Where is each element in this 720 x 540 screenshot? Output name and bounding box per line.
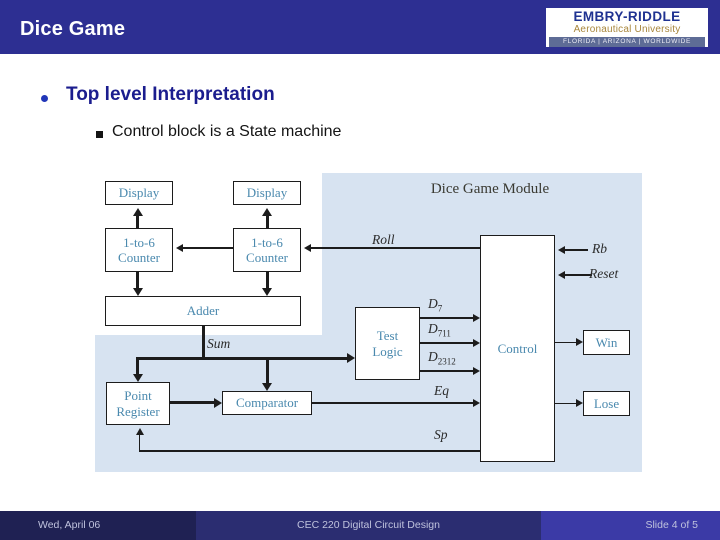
bullet-level1: Top level Interpretation (66, 84, 275, 105)
footer-slide-number: Slide 4 of 5 (541, 511, 720, 540)
line-eq (312, 402, 473, 404)
line-counterR-adder (265, 272, 269, 289)
line-win (555, 341, 577, 344)
arrowhead-left (555, 245, 565, 254)
module-title: Dice Game Module (430, 181, 550, 197)
logo-wordmark: EMBRY-RIDDLE (573, 9, 681, 24)
arrowhead-up (135, 425, 144, 435)
line-counterL-adder (136, 272, 139, 289)
block-label: Display (246, 185, 288, 201)
block-lose: Lose (583, 391, 630, 416)
arrowhead-down (262, 383, 272, 394)
arrowhead-down (132, 374, 143, 385)
signal-reset: Reset (589, 266, 619, 281)
line-sum-to-pointreg (136, 356, 139, 375)
block-label: Display (118, 185, 160, 201)
arrowhead-up (132, 205, 143, 216)
signal-d2312: D2312 (428, 349, 456, 367)
footer-course: CEC 220 Digital Circuit Design (196, 511, 541, 540)
line-sum-vertical (201, 326, 205, 358)
line-reset (561, 274, 592, 276)
header-bar: Dice Game EMBRY-RIDDLE Aeronautical Univ… (0, 0, 720, 54)
block-label: Comparator (235, 395, 299, 411)
block-display-right: Display (233, 181, 301, 205)
logo-campuses: FLORIDA | ARIZONA | WORLDWIDE (549, 36, 705, 47)
signal-d711: D711 (428, 321, 451, 339)
block-label: Logic (372, 343, 403, 359)
line-pointreg-comparator (170, 401, 215, 404)
bullet-icon (41, 95, 48, 102)
arrowhead-up (262, 205, 272, 216)
arrowhead-right (576, 338, 586, 347)
block-win: Win (583, 330, 630, 355)
arrowhead-left (555, 270, 565, 279)
logo-subtitle: Aeronautical University (573, 24, 681, 36)
signal-eq: Eq (434, 383, 449, 398)
signal-roll: Roll (372, 232, 395, 247)
block-label: Counter (246, 250, 288, 265)
arrowhead-down (132, 288, 143, 299)
block-control: Control (480, 235, 555, 462)
line-rb (561, 249, 588, 251)
signal-d7: D7 (428, 296, 443, 314)
sub-bullet-icon (96, 131, 103, 138)
block-counter-left: 1-to-6 Counter (105, 228, 173, 272)
block-label: Point (124, 388, 152, 404)
block-label: Register (116, 403, 160, 419)
block-label: Control (497, 340, 538, 356)
line-lose (555, 402, 577, 405)
line-sp-vertical (139, 432, 141, 451)
block-label: 1-to-6 (123, 234, 155, 250)
arrowhead-left (173, 243, 183, 252)
footer-date: Wed, April 06 (0, 511, 196, 540)
line-d2312 (420, 370, 474, 372)
signal-sum: Sum (207, 336, 231, 351)
block-counter-right: 1-to-6 Counter (233, 228, 301, 272)
block-point-register: Point Register (106, 382, 170, 425)
block-adder: Adder (105, 296, 301, 326)
slide-title: Dice Game (20, 18, 126, 40)
arrowhead-right (473, 398, 483, 407)
block-comparator: Comparator (222, 391, 312, 415)
line-roll-between-counters (181, 247, 233, 249)
block-label: Win (595, 334, 618, 350)
block-label: Lose (593, 395, 620, 411)
arrowhead-right (214, 397, 225, 408)
arrowhead-right (473, 313, 483, 322)
line-sum-bus (137, 356, 348, 360)
arrowhead-right (473, 366, 483, 375)
block-label: Adder (186, 303, 220, 319)
arrowhead-left (301, 243, 311, 252)
arrowhead-right (473, 338, 483, 347)
block-label: Counter (118, 250, 160, 265)
signal-rb: Rb (592, 241, 607, 256)
line-d7 (420, 317, 474, 319)
arrowhead-down (262, 288, 272, 299)
line-sum-to-comparator (265, 356, 269, 384)
line-counterR-displayR (265, 211, 269, 228)
line-d711 (420, 342, 474, 344)
line-roll (307, 247, 480, 249)
block-label: Test (376, 328, 399, 344)
arrowhead-right (576, 399, 586, 408)
arrowhead-right (347, 353, 358, 363)
line-counterL-displayL (136, 211, 139, 228)
block-test-logic: Test Logic (355, 307, 420, 380)
university-logo: EMBRY-RIDDLE Aeronautical University FLO… (546, 8, 708, 47)
block-label: 1-to-6 (251, 234, 283, 250)
bullet-level2: Control block is a State machine (112, 123, 342, 140)
block-display-left: Display (105, 181, 173, 205)
signal-sp: Sp (434, 427, 448, 442)
line-sp-horizontal (139, 450, 480, 452)
